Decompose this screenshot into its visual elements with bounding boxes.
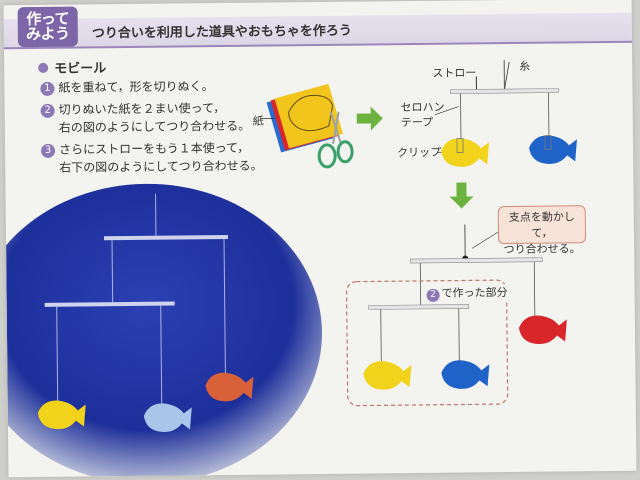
label-thread: 糸 <box>519 58 530 74</box>
fish-blue-icon <box>529 135 577 164</box>
thread <box>381 309 382 361</box>
fish-yellow-icon <box>363 361 411 390</box>
label-cellotape-line2: テープ <box>401 115 445 130</box>
fulcrum-callout: 支点を動かして， つり合わせる。 <box>498 205 586 244</box>
callout-leader <box>472 232 498 248</box>
label-cellotape: セロハン テープ <box>401 100 445 130</box>
arrow-right-icon <box>357 106 383 130</box>
label-cellotape-line1: セロハン <box>401 100 445 115</box>
straw-bottom <box>369 304 469 309</box>
straw <box>450 88 558 93</box>
photo-background <box>4 182 324 477</box>
callout-line1: 支点を動かして， <box>499 209 585 242</box>
mobile-photo <box>4 182 324 477</box>
thread <box>459 309 460 361</box>
fish-blue-icon <box>441 360 489 389</box>
thread-leader <box>504 62 509 90</box>
part-number: 2 <box>427 289 440 302</box>
straw-top <box>410 258 542 263</box>
paper-stack-illustration <box>260 84 352 168</box>
label-clip: クリップ <box>397 144 441 160</box>
photo-thread <box>112 240 113 302</box>
fish-yellow-icon <box>441 138 489 167</box>
callout-line2: つり合わせる。 <box>499 241 585 258</box>
arrow-down-icon <box>449 182 473 208</box>
label-straw: ストロー <box>432 64 476 80</box>
fish-red-icon <box>519 315 567 344</box>
thread <box>534 262 535 318</box>
label-paper: 紙 <box>253 113 264 129</box>
part-text: で作った部分 <box>442 286 508 300</box>
